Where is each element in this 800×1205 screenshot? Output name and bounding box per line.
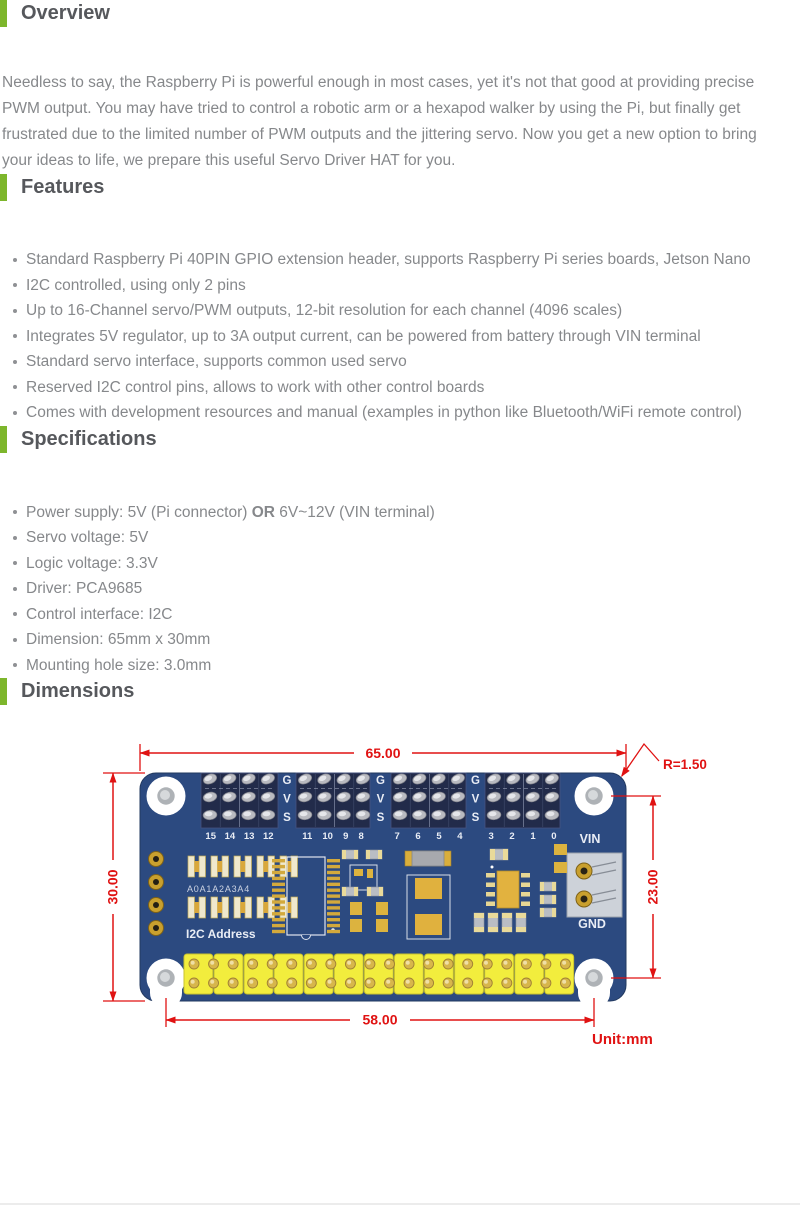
heading-accent-bar	[0, 425, 7, 453]
mounting-hole-bottom-right	[574, 958, 614, 1008]
gvs-label-g: G	[471, 775, 480, 787]
dim-height-30: 30.00	[103, 772, 145, 1002]
page-bottom-divider	[0, 1203, 800, 1205]
spec-item: Mounting hole size: 3.0mm	[0, 653, 755, 679]
specifications-list: Power supply: 5V (Pi connector) OR 6V~12…	[0, 500, 755, 679]
feature-item: Standard servo interface, supports commo…	[0, 349, 755, 375]
spec-item: Power supply: 5V (Pi connector) OR 6V~12…	[0, 500, 755, 526]
overview-title: Overview	[21, 2, 110, 24]
specifications-title: Specifications	[21, 427, 157, 450]
i2c-address-area: A0A1A2A3A4 I2C Address	[148, 851, 298, 941]
gvs-label-s: S	[472, 812, 480, 824]
channel-number-labels: 15 14 13 12 11 10 9 8 7 6 5 4 3 2 1 0	[205, 831, 556, 842]
dim-hole-span-58: 58.00	[165, 998, 595, 1028]
gnd-label: GND	[578, 917, 606, 931]
dimensions-heading: Dimensions	[0, 678, 800, 705]
dim-corner-radius: R=1.50	[621, 742, 707, 777]
heading-accent-bar	[0, 0, 7, 27]
spec-item: Dimension: 65mm x 30mm	[0, 627, 755, 653]
i2c-address-label: I2C Address	[186, 927, 256, 941]
gvs-label-v: V	[377, 794, 385, 806]
mounting-hole-bottom-left	[146, 958, 186, 1008]
heading-accent-bar	[0, 678, 7, 705]
dim-corner-radius-value: R=1.50	[663, 757, 707, 772]
dim-hole-span-value: 58.00	[362, 1012, 397, 1028]
pcb-components	[341, 844, 567, 940]
feature-item: I2C controlled, using only 2 pins	[0, 273, 755, 299]
feature-item: Comes with development resources and man…	[0, 400, 755, 426]
section-specifications: Specifications Power supply: 5V (Pi conn…	[0, 425, 800, 679]
dimensions-title: Dimensions	[21, 680, 135, 702]
through-hole-column	[148, 851, 164, 936]
section-dimensions: Dimensions	[0, 678, 800, 1056]
header-pins	[202, 773, 560, 827]
gvs-label-g: G	[376, 775, 385, 787]
product-page: Overview Needless to say, the Raspberry …	[0, 0, 800, 1056]
spec-item: Logic voltage: 3.3V	[0, 551, 755, 577]
spec-item: Driver: PCA9685	[0, 576, 755, 602]
feature-item: Integrates 5V regulator, up to 3A output…	[0, 324, 755, 350]
gvs-label-g: G	[283, 775, 292, 787]
i2c-jumper-label: A0A1A2A3A4	[187, 884, 250, 894]
gvs-labels: G V S G V S G V S	[283, 775, 481, 824]
pca9685-ic-footprint	[272, 856, 340, 940]
vin-label: VIN	[580, 832, 601, 846]
gvs-label-v: V	[283, 794, 291, 806]
servo-header-blocks	[200, 772, 561, 829]
gpio-40pin-header	[183, 953, 575, 995]
section-overview: Overview Needless to say, the Raspberry …	[0, 0, 800, 174]
overview-heading: Overview	[0, 0, 800, 27]
specifications-heading: Specifications	[0, 425, 800, 453]
feature-item: Standard Raspberry Pi 40PIN GPIO extensi…	[0, 247, 755, 273]
heading-accent-bar	[0, 174, 7, 201]
vin-terminal-footprint	[566, 852, 623, 918]
spec-item: Control interface: I2C	[0, 602, 755, 628]
dim-width-65: 65.00	[139, 744, 627, 771]
channel-group-11-8: 11 10 9 8	[302, 831, 364, 842]
channel-group-15-12: 15 14 13 12	[205, 831, 273, 842]
pcb-board: G V S G V S G V S 15 14 13 12 11 10 9 8 …	[139, 772, 627, 1008]
gvs-label-v: V	[472, 794, 480, 806]
gvs-label-s: S	[377, 812, 385, 824]
mounting-hole-top-left	[146, 776, 186, 816]
section-features: Features Standard Raspberry Pi 40PIN GPI…	[0, 174, 800, 426]
feature-item: Reserved I2C control pins, allows to wor…	[0, 375, 755, 401]
i2c-jumper-row	[187, 896, 298, 919]
features-heading: Features	[0, 174, 800, 201]
dim-right-23: 23.00	[611, 795, 661, 979]
overview-paragraph: Needless to say, the Raspberry Pi is pow…	[2, 74, 757, 169]
dim-height-value: 30.00	[105, 869, 121, 904]
mounting-hole-top-right	[574, 776, 614, 816]
gvs-label-s: S	[283, 812, 291, 824]
feature-item: Up to 16-Channel servo/PWM outputs, 12-b…	[0, 298, 755, 324]
unit-label: Unit:mm	[592, 1031, 653, 1048]
dimension-annotations: 65.00 R=1.50 30.00	[103, 742, 707, 1048]
spec-item: Servo voltage: 5V	[0, 525, 755, 551]
soic8-ic	[486, 865, 530, 909]
dim-right-value: 23.00	[645, 869, 661, 904]
dim-width-value: 65.00	[365, 745, 400, 761]
channel-group-3-0: 3 2 1 0	[488, 831, 556, 842]
features-list: Standard Raspberry Pi 40PIN GPIO extensi…	[0, 247, 755, 426]
pcb-dimensions-diagram: G V S G V S G V S 15 14 13 12 11 10 9 8 …	[103, 742, 707, 1048]
channel-group-7-4: 7 6 5 4	[394, 831, 463, 842]
features-title: Features	[21, 176, 105, 198]
